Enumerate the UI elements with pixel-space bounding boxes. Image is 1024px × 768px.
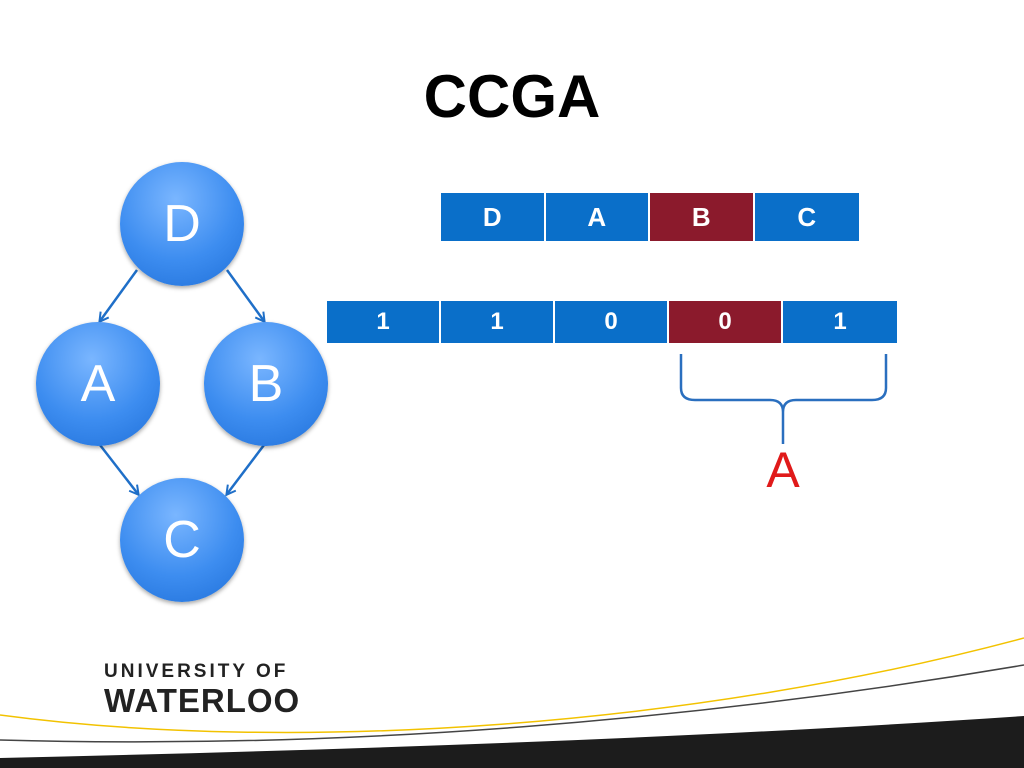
- edge-a-c: [99, 444, 138, 494]
- footer-black-band: [0, 716, 1024, 768]
- order-cell: D: [441, 193, 546, 241]
- footer-decoration: [0, 637, 1024, 768]
- edge-b-c: [227, 444, 265, 494]
- order-cell: C: [754, 193, 859, 241]
- logo-line-2: WATERLOO: [104, 682, 301, 719]
- bit-cell-highlighted: 0: [669, 301, 783, 343]
- graph-node-b: B: [204, 322, 328, 446]
- edge-d-a: [100, 269, 139, 321]
- slide-title: CCGA: [423, 63, 601, 130]
- footer-gold-curve: [0, 637, 1024, 734]
- order-cell: A: [545, 193, 650, 241]
- graph-node-a: A: [36, 322, 160, 446]
- graph-node-c: C: [120, 478, 244, 602]
- curly-brace: [679, 354, 888, 444]
- bit-string-row: 1 1 0 0 1: [327, 301, 897, 343]
- logo-line-1: UNIVERSITY OF: [104, 661, 289, 682]
- bit-cell: 1: [783, 301, 897, 343]
- variable-order-row: D A B C: [441, 193, 859, 241]
- order-cell-highlighted: B: [650, 193, 755, 241]
- bit-cell: 1: [441, 301, 555, 343]
- brace-label: A: [766, 442, 800, 498]
- bit-cell: 0: [555, 301, 669, 343]
- university-logo: UNIVERSITY OF WATERLOO: [104, 661, 300, 719]
- footer-dark-curve: [0, 664, 1024, 743]
- graph-node-d: D: [120, 162, 244, 286]
- edge-d-b: [225, 269, 264, 321]
- bit-cell: 1: [327, 301, 441, 343]
